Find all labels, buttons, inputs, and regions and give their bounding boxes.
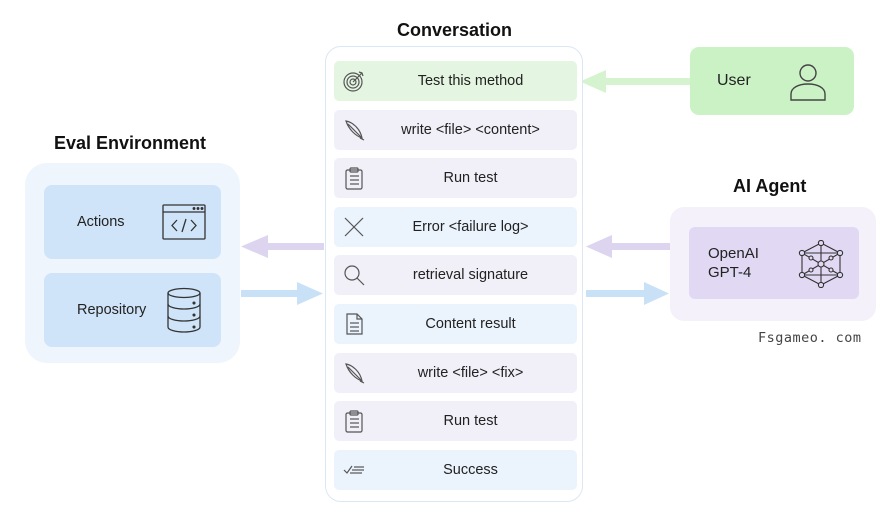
actions-card: Actions [44,185,221,259]
message-label: Test this method [417,73,524,89]
message-run-test-2: Run test [334,401,577,441]
message-label: Content result [425,316,516,332]
database-icon [161,287,207,333]
document-icon [341,311,367,337]
user-node: User [690,47,854,115]
magnifier-icon [341,262,367,288]
agent-model-label: GPT-4 [708,264,752,281]
user-label: User [717,72,751,89]
message-label: Error <failure log> [412,219,529,235]
clipboard-icon [341,165,367,191]
quill-icon [341,117,367,143]
user-icon [788,61,828,101]
message-write-fix: write <file> <fix> [334,353,577,393]
openai-gpt4-card: OpenAI GPT-4 [689,227,859,299]
message-label: write <file> <fix> [417,365,524,381]
message-content-result: Content result [334,304,577,344]
x-icon [341,214,367,240]
message-label: Run test [443,413,498,429]
message-run-test: Run test [334,158,577,198]
message-label: retrieval signature [412,267,529,283]
env-to-conversation-arrow [241,282,323,305]
code-window-icon [161,199,207,245]
check-list-icon [341,457,367,483]
repository-label: Repository [77,302,147,318]
quill-icon [341,360,367,386]
message-retrieval: retrieval signature [334,255,577,295]
message-label: Run test [443,170,498,186]
clipboard-icon [341,408,367,434]
neural-network-icon [797,239,845,289]
conversation-title: Conversation [397,20,513,40]
actions-label: Actions [77,214,125,230]
message-test-method: Test this method [334,61,577,101]
conversation-to-env-arrow [241,235,324,258]
target-icon [341,68,367,94]
message-label: Success [443,462,498,478]
message-label: write <file> <content> [401,122,540,138]
message-success: Success [334,450,577,490]
message-write-content: write <file> <content> [334,110,577,150]
repository-card: Repository [44,273,221,347]
message-error: Error <failure log> [334,207,577,247]
agent-provider-label: OpenAI [708,245,759,262]
user-to-conversation-arrow [580,70,690,93]
conversation-to-agent-arrow [586,282,669,305]
eval-environment-title: Eval Environment [54,133,207,153]
agent-to-conversation-arrow [586,235,670,258]
watermark-text: Fsgameo. com [758,330,862,346]
ai-agent-title: AI Agent [733,176,807,196]
